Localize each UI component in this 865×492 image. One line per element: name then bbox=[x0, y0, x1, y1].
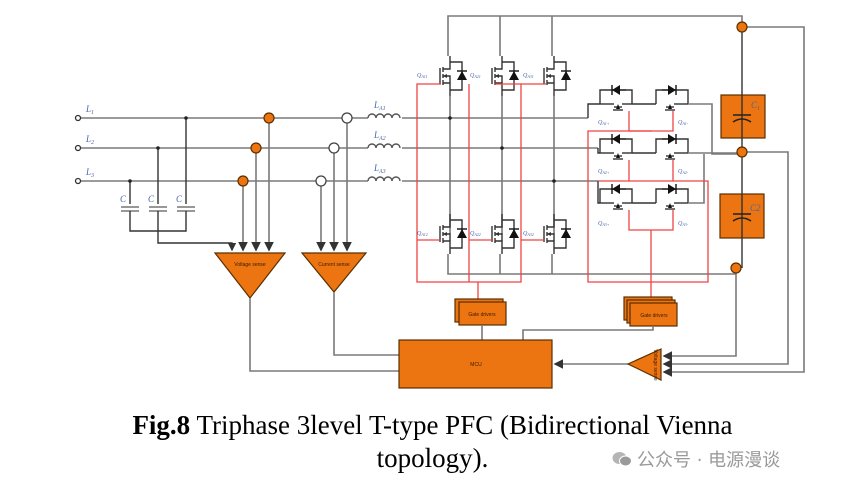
switch-label-qa22: QA22 bbox=[470, 231, 481, 237]
current-taps bbox=[315, 112, 353, 252]
mcu-block: MCU bbox=[249, 292, 654, 389]
gate-drivers-1: Gate drivers bbox=[454, 298, 507, 326]
dc-bus bbox=[662, 21, 805, 377]
voltage-taps bbox=[237, 112, 275, 252]
figure-caption-line2: topology). bbox=[376, 443, 489, 473]
figure-number: Fig.8 bbox=[132, 410, 191, 440]
switch-label-qa31: QA31 bbox=[523, 73, 534, 79]
label-l3: L3 bbox=[85, 167, 94, 179]
dc-voltage-sense-block: Voltage sense bbox=[626, 348, 662, 381]
gate-drivers-1-label: Gate drivers bbox=[468, 312, 496, 318]
filter-capacitors bbox=[121, 116, 237, 252]
bidir-switch-a1 bbox=[599, 84, 689, 111]
dc-positive-rail bbox=[447, 15, 743, 56]
switch-qa11 bbox=[439, 55, 468, 97]
capacitor-label-c1: C1 bbox=[751, 100, 760, 112]
wechat-icon bbox=[612, 451, 632, 467]
inductor-label-2: LA2 bbox=[373, 130, 386, 142]
switch-label-qa3m: QA3- bbox=[678, 221, 689, 227]
switch-label-qa32: QA32 bbox=[523, 231, 534, 237]
voltage-sense-block: Voltage sense bbox=[213, 252, 287, 299]
voltage-sense-label: Voltage sense bbox=[234, 262, 266, 268]
inductor-label-1: LA1 bbox=[373, 100, 386, 112]
switch-label-qa12: QA12 bbox=[417, 231, 428, 237]
switch-qa22 bbox=[491, 213, 520, 255]
gate-drivers-2: Gate drivers bbox=[623, 296, 678, 327]
watermark: 公众号 · 电源漫谈 bbox=[612, 446, 780, 472]
capacitor-c1 bbox=[720, 94, 766, 139]
boost-inductors bbox=[367, 113, 401, 182]
switch-label-qa2m: QA2- bbox=[678, 169, 689, 175]
bridge-legs bbox=[447, 96, 736, 275]
switch-label-qa11: QA11 bbox=[417, 73, 428, 79]
watermark-text: 公众号 · 电源漫谈 bbox=[637, 450, 781, 471]
gate-wires-2 bbox=[587, 111, 709, 300]
terminal-l2 bbox=[74, 144, 82, 152]
figure-caption-line1: Fig.8 Triphase 3level T-type PFC (Bidire… bbox=[0, 410, 865, 440]
switch-label-qa2p: QA2+ bbox=[598, 169, 610, 175]
terminal-l1 bbox=[74, 114, 82, 122]
terminal-l3 bbox=[74, 177, 82, 185]
switch-qa21 bbox=[491, 55, 520, 97]
pfc-schematic: L1 L2 L3 C C C bbox=[74, 15, 805, 389]
switch-qa31 bbox=[543, 55, 572, 97]
filter-cap-label-1: C bbox=[120, 194, 127, 204]
gate-wires-1 bbox=[416, 83, 546, 302]
bidir-switch-a2 bbox=[599, 133, 689, 160]
switch-label-qa3p: QA3+ bbox=[598, 221, 610, 227]
label-l2: L2 bbox=[85, 134, 94, 146]
switch-label-qa1p: QA1+ bbox=[598, 120, 610, 126]
inductor-label-3: LA3 bbox=[373, 163, 386, 175]
current-sense-label: Current sense bbox=[318, 262, 350, 268]
switch-qa32 bbox=[543, 213, 572, 255]
filter-cap-label-2: C bbox=[148, 194, 155, 204]
switch-label-qa1m: QA1- bbox=[678, 120, 689, 126]
switch-qa12 bbox=[439, 213, 468, 255]
gate-drivers-2-label: Gate drivers bbox=[640, 313, 668, 319]
figure-title: Triphase 3level T-type PFC (Bidirectiona… bbox=[190, 410, 733, 440]
mcu-label: MCU bbox=[470, 362, 482, 368]
filter-cap-label-3: C bbox=[176, 194, 183, 204]
dc-sense-label: Voltage sense bbox=[652, 349, 658, 381]
label-l1: L1 bbox=[85, 104, 94, 116]
current-sense-block: Current sense bbox=[300, 252, 368, 293]
switch-label-qa21: QA21 bbox=[470, 73, 481, 79]
bidir-switch-a3 bbox=[599, 183, 689, 210]
capacitor-label-c2: C2 bbox=[750, 203, 761, 213]
